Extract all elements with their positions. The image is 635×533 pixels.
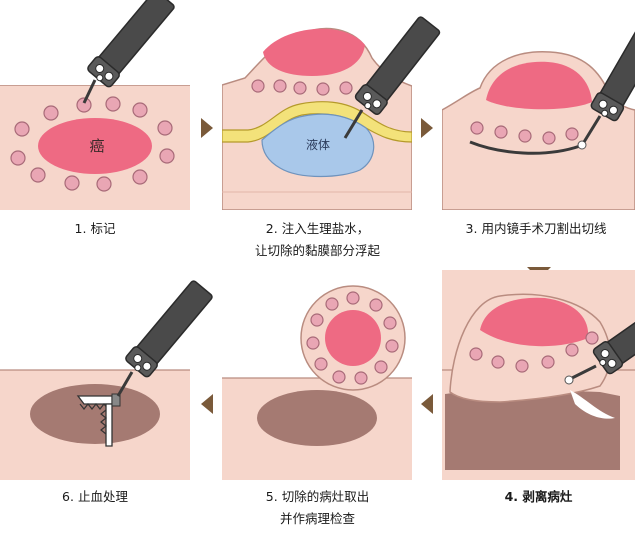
panel-2-injection xyxy=(222,27,412,210)
panel-4-dissection xyxy=(442,270,635,480)
step-2-caption-line2: 让切除的黏膜部分浮起 xyxy=(254,243,380,258)
arrow-right-icon xyxy=(201,118,213,138)
hemoclip-icon xyxy=(76,393,121,447)
step-2-caption-line1: 2. 注入生理盐水， xyxy=(265,221,370,236)
endoscope-icon xyxy=(582,17,635,143)
step-3-caption: 3. 用内镜手术刀割出切线 xyxy=(465,221,607,236)
endoscope-icon xyxy=(564,292,635,385)
marker-dots xyxy=(10,96,175,192)
tumor-label: 癌 xyxy=(89,137,104,155)
endoscope-icon xyxy=(116,280,213,397)
step-4-caption: 4. 剥离病灶 xyxy=(504,489,573,504)
step-5-caption-line2: 并作病理检查 xyxy=(279,511,355,526)
step-6-caption: 6. 止血处理 xyxy=(62,489,128,504)
step-1-caption: 1. 标记 xyxy=(74,221,116,236)
excised-specimen xyxy=(300,285,406,391)
arrow-right-icon xyxy=(421,118,433,138)
arrow-left-icon xyxy=(201,394,213,414)
step-5-caption: 5. 切除的病灶取出 并作病理检查 xyxy=(215,486,420,530)
fluid-label: 液体 xyxy=(306,137,330,152)
step-2-caption: 2. 注入生理盐水， 让切除的黏膜部分浮起 xyxy=(215,218,420,262)
arrow-left-icon xyxy=(421,394,433,414)
panel-5-removal xyxy=(222,377,412,480)
panel-6-hemostasis xyxy=(0,369,190,480)
panel-3-incision xyxy=(442,51,635,210)
step-5-caption-line1: 5. 切除的病灶取出 xyxy=(265,489,370,504)
panel-1-marking xyxy=(0,85,190,210)
endoscope-icon xyxy=(343,16,441,139)
endoscope-icon xyxy=(82,0,175,104)
